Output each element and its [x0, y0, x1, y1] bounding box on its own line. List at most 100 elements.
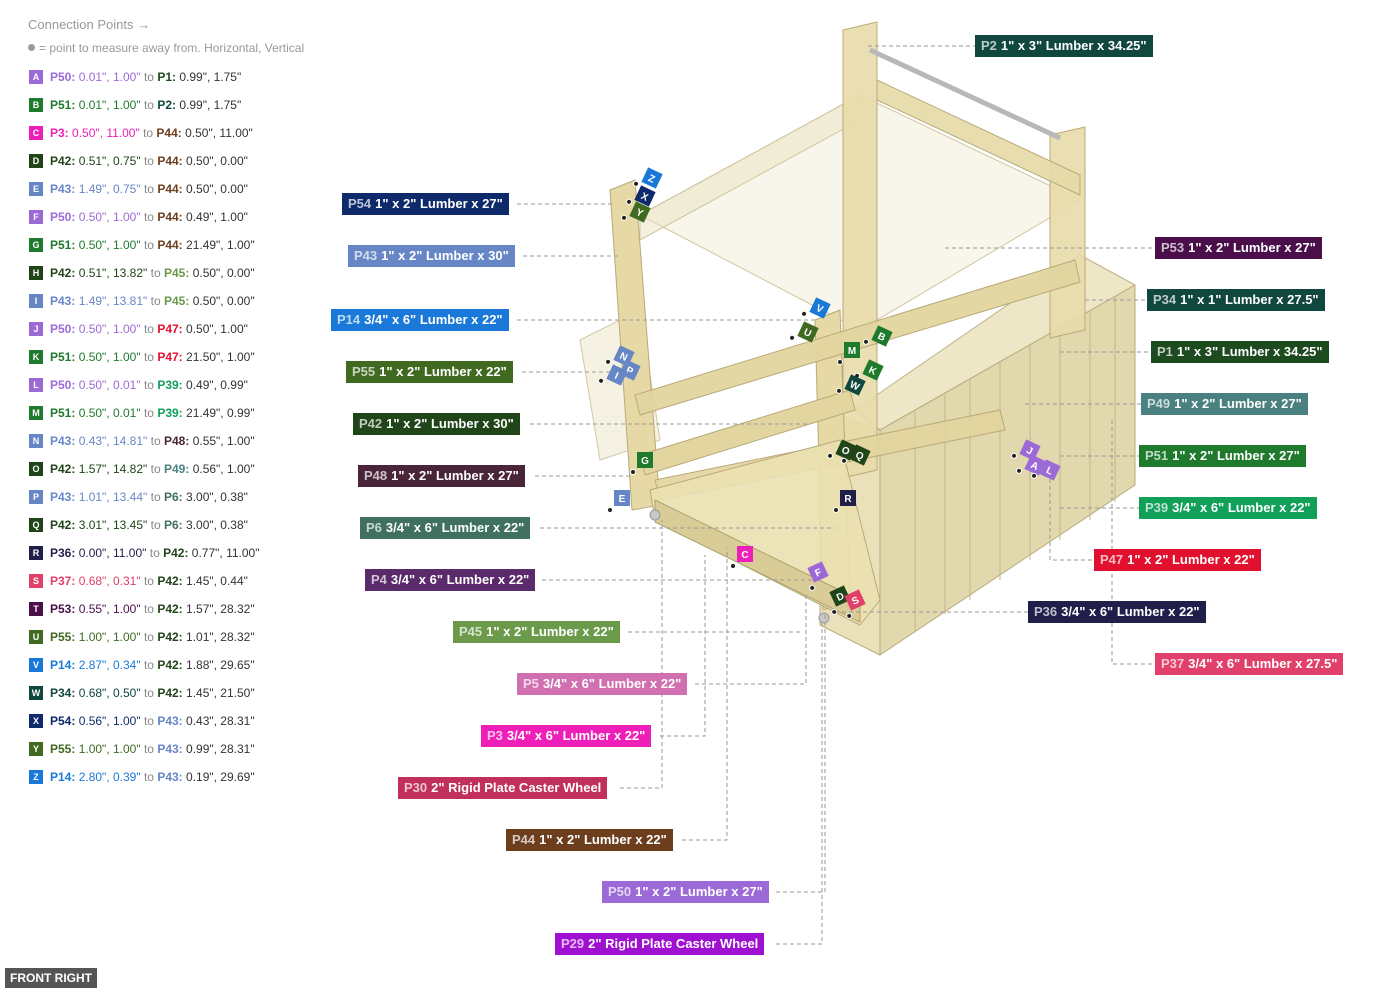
- marker-badge: [637, 452, 653, 468]
- from-value: 0.50", 0.01": [78, 406, 141, 420]
- from-part: P55:: [50, 742, 76, 756]
- from-part: P37:: [50, 574, 76, 588]
- part-description: 1" x 2" Lumber x 27": [391, 468, 519, 483]
- marker-letter: F: [814, 567, 824, 580]
- to-word: to: [150, 462, 161, 476]
- to-word: to: [143, 602, 154, 616]
- to-value: 0.99", 28.31": [186, 742, 255, 756]
- part-id: P44: [512, 832, 536, 847]
- to-word: to: [143, 182, 154, 196]
- marker-letter: S: [850, 595, 861, 608]
- from-value: 0.43", 14.81": [78, 434, 148, 448]
- connection-marker: R: [833, 490, 856, 513]
- to-value: 1.01", 28.32": [186, 630, 255, 644]
- from-value: 0.50", 0.01": [78, 378, 141, 392]
- to-value: 0.49", 1.00": [186, 210, 248, 224]
- connection-letter-badge: N: [29, 434, 43, 448]
- part-description: 1" x 2" Lumber x 22": [486, 624, 614, 639]
- measure-dot: [598, 377, 605, 384]
- connection-marker: Q: [841, 444, 871, 466]
- to-value: 0.99", 1.75": [179, 98, 242, 112]
- connection-marker: J: [1011, 439, 1041, 461]
- part-id: P4: [371, 572, 387, 587]
- from-part: P43:: [50, 490, 76, 504]
- marker-badge: [829, 585, 851, 607]
- from-value: 1.49", 13.81": [78, 294, 148, 308]
- marker-letter: V: [814, 303, 825, 316]
- part-id: P55: [352, 364, 376, 379]
- from-part: P14:: [50, 658, 76, 672]
- from-part: P43:: [50, 182, 76, 196]
- measure-dot: [607, 507, 613, 513]
- marker-badge: [844, 374, 866, 396]
- part-id: P1: [1157, 344, 1173, 359]
- from-value: 1.01", 13.44": [78, 490, 148, 504]
- from-value: 0.50", 1.00": [78, 238, 141, 252]
- to-value: 0.50", 1.00": [186, 322, 248, 336]
- measure-dot: [837, 359, 843, 365]
- connection-marker: E: [607, 490, 630, 513]
- part-id: P30: [404, 780, 428, 795]
- marker-badge: [1039, 459, 1061, 481]
- to-word: to: [150, 266, 161, 280]
- part-description: 1" x 2" Lumber x 30": [386, 416, 514, 431]
- from-value: 0.50", 1.00": [78, 210, 141, 224]
- marker-letter: G: [641, 456, 649, 467]
- marker-letter: Y: [634, 207, 645, 220]
- connection-letter-badge: D: [29, 154, 43, 168]
- to-value: 3.00", 0.38": [186, 518, 248, 532]
- from-value: 0.68", 0.31": [78, 574, 141, 588]
- to-part: P43:: [157, 742, 183, 756]
- part-id: P49: [1147, 396, 1171, 411]
- from-value: 0.56", 1.00": [78, 714, 141, 728]
- part-id: P3: [487, 728, 503, 743]
- marker-badge: [737, 546, 753, 562]
- from-part: P50:: [50, 322, 76, 336]
- part-id: P36: [1034, 604, 1058, 619]
- measure-dot: [831, 608, 838, 615]
- marker-letter: B: [876, 331, 887, 344]
- to-word: to: [143, 686, 154, 700]
- connection-letter-badge: K: [29, 350, 43, 364]
- from-value: 0.50", 1.00": [78, 350, 141, 364]
- marker-badge: [809, 297, 831, 319]
- marker-badge: [797, 321, 819, 343]
- to-part: P43:: [157, 714, 183, 728]
- measure-dot: [809, 584, 816, 591]
- to-part: P48:: [163, 434, 190, 448]
- from-part: P43:: [50, 434, 76, 448]
- to-word: to: [150, 434, 161, 448]
- legend-note-text: = point to measure away from. Horizontal…: [39, 41, 305, 55]
- part-description: 1" x 2" Lumber x 27": [1188, 240, 1316, 255]
- measure-dot: [833, 507, 839, 513]
- to-word: to: [143, 406, 154, 420]
- from-part: P42:: [50, 518, 76, 532]
- connection-letter-badge: R: [29, 546, 43, 560]
- caster-wheel: [649, 509, 661, 521]
- to-word: to: [143, 126, 154, 140]
- to-value: 0.50", 0.00": [186, 182, 248, 196]
- marker-letter: C: [741, 550, 748, 561]
- to-word: to: [143, 658, 154, 672]
- measure-dot: [626, 198, 633, 205]
- to-value: 1.45", 21.50": [186, 686, 255, 700]
- from-part: P55:: [50, 630, 76, 644]
